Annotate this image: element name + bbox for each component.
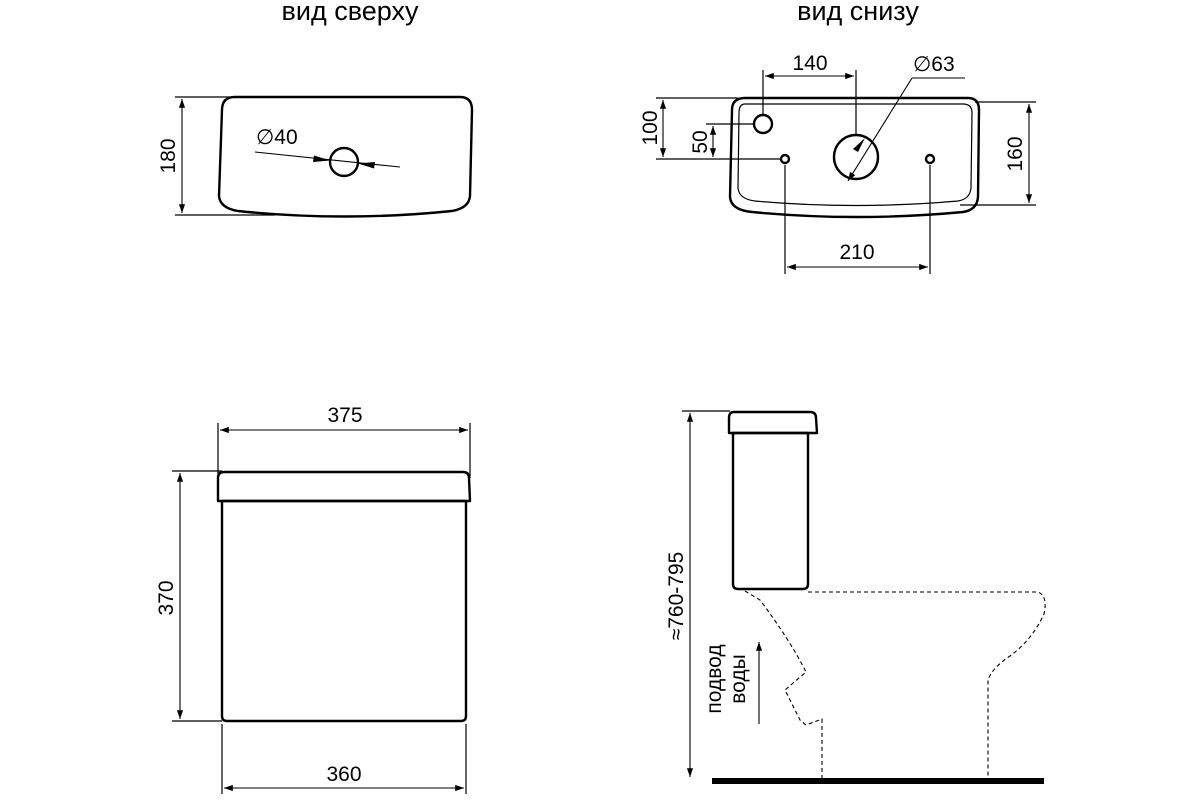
side-view: ≈760-795 подвод воды <box>665 410 1046 784</box>
dim-50-label: 50 <box>689 130 712 153</box>
top-view: ∅40 180 <box>157 95 474 218</box>
bottom-view: 140 ∅63 100 50 160 210 <box>639 52 1036 274</box>
dim-140-label: 140 <box>792 52 827 75</box>
toilet-bowl-outline <box>744 590 1046 778</box>
hole-arrow-left <box>313 155 330 162</box>
dim-100-label: 100 <box>639 110 662 145</box>
bottom-view-main-hole <box>832 133 880 181</box>
dim-360-label: 360 <box>326 763 361 786</box>
dim-370-label: 370 <box>155 580 178 615</box>
side-view-lid <box>727 410 819 435</box>
top-view-hole <box>328 146 360 178</box>
top-view-title: вид сверху <box>282 0 419 26</box>
dim-63-label: ∅63 <box>913 53 955 76</box>
bottom-view-inner <box>737 103 973 207</box>
top-view-hole-diameter: ∅40 <box>256 126 298 149</box>
front-view-lid <box>216 470 472 503</box>
dim-375-label: 375 <box>327 404 362 427</box>
water-supply-label-line1: подвод <box>703 644 726 713</box>
dim-160-label: 160 <box>1004 136 1027 171</box>
dim-height-label: ≈760-795 <box>665 552 688 641</box>
front-view: 375 370 360 <box>155 404 472 794</box>
water-supply-label-line2: воды <box>727 654 750 704</box>
side-view-tank <box>731 431 810 591</box>
dim-63-leader <box>847 77 913 182</box>
dim-63-arrow-inner <box>853 138 865 152</box>
top-view-outline <box>217 95 474 218</box>
top-view-hole-leader <box>254 151 401 168</box>
front-view-body <box>220 499 468 723</box>
bottom-view-bolt-left <box>779 153 791 165</box>
bottom-view-small-hole <box>752 113 774 135</box>
dim-210-label: 210 <box>839 241 874 264</box>
bottom-view-outer <box>728 96 981 219</box>
bottom-view-title: вид снизу <box>797 0 919 26</box>
dim-180-label: 180 <box>157 138 180 173</box>
hole-arrow-right <box>358 162 375 169</box>
bottom-view-bolt-right <box>924 153 936 165</box>
